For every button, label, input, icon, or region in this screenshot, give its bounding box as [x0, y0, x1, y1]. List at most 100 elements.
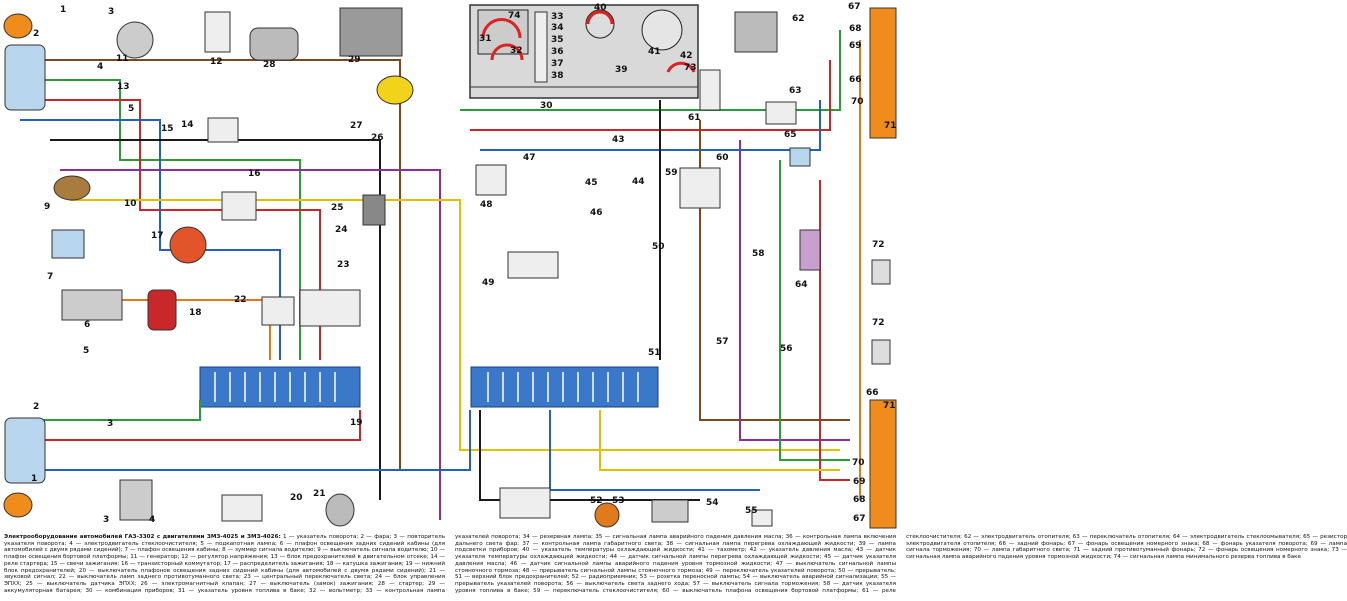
- callout-70: 70: [851, 97, 864, 107]
- turn-signal-switch: [507, 251, 559, 279]
- callout-60: 60: [716, 153, 729, 163]
- voltmeter-dial: [490, 43, 524, 61]
- transistor-switch: [221, 191, 257, 221]
- callout-23: 23: [337, 260, 350, 270]
- ignition-coil: [147, 289, 177, 331]
- callout-15: 15: [161, 124, 174, 134]
- callout-17: 17: [151, 231, 164, 241]
- warning-lamp-block: [534, 11, 548, 83]
- callout-18: 18: [189, 308, 202, 318]
- callout-1: 1: [31, 474, 37, 484]
- cabin-lamp: [61, 289, 123, 321]
- washer-motor: [799, 229, 821, 271]
- callout-66: 66: [849, 75, 862, 85]
- callout-68: 68: [853, 495, 866, 505]
- horn: [325, 493, 355, 527]
- callout-4: 4: [149, 515, 155, 525]
- callout-62: 62: [792, 14, 805, 24]
- driver-buzzer: [53, 175, 91, 201]
- callout-19: 19: [350, 418, 363, 428]
- rear-lamp-left: [869, 399, 897, 529]
- callout-27: 27: [350, 121, 363, 131]
- callout-65: 65: [784, 130, 797, 140]
- callout-67: 67: [853, 514, 866, 524]
- callout-43: 43: [612, 135, 625, 145]
- callout-40: 40: [594, 3, 607, 13]
- callout-58: 58: [752, 249, 765, 259]
- callout-45: 45: [585, 178, 598, 188]
- callout-5: 5: [83, 346, 89, 356]
- callout-33: 33: [551, 12, 564, 22]
- starter-relay: [207, 117, 239, 143]
- wiper-motor-front: [119, 479, 153, 521]
- callout-20: 20: [290, 493, 303, 503]
- battery: [339, 7, 403, 57]
- temp-gauge: [585, 9, 615, 39]
- callout-14: 14: [181, 120, 194, 130]
- callout-38: 38: [551, 71, 564, 81]
- rear-seat-lamp-switch: [221, 494, 263, 522]
- callout-3: 3: [108, 7, 114, 17]
- callout-47: 47: [523, 153, 536, 163]
- diagram-caption: Электрооборудование автомобилей ГАЗ-3302…: [4, 534, 1347, 599]
- callout-32: 32: [510, 46, 523, 56]
- callout-69: 69: [849, 41, 862, 51]
- callout-72: 72: [872, 318, 885, 328]
- callout-69: 69: [853, 477, 866, 487]
- parking-brake-relay: [475, 164, 507, 196]
- callout-37: 37: [551, 59, 564, 69]
- callout-5: 5: [128, 104, 134, 114]
- fuse-pins: [214, 372, 639, 402]
- callout-61: 61: [688, 113, 701, 123]
- callout-56: 56: [780, 344, 793, 354]
- callout-71: 71: [883, 401, 896, 411]
- callout-16: 16: [248, 169, 261, 179]
- caption-text: 1 — указатель поворота; 2 — фара; 3 — по…: [4, 534, 1347, 594]
- callout-46: 46: [590, 208, 603, 218]
- callout-7: 7: [47, 272, 53, 282]
- callout-55: 55: [745, 506, 758, 516]
- callout-28: 28: [263, 60, 276, 70]
- callout-25: 25: [331, 203, 344, 213]
- callout-10: 10: [124, 199, 137, 209]
- headlamp-right: [4, 417, 46, 484]
- callout-50: 50: [652, 242, 665, 252]
- headlamp-left: [4, 44, 46, 111]
- callout-26: 26: [371, 133, 384, 143]
- callout-66: 66: [866, 388, 879, 398]
- callout-52: 52: [590, 496, 603, 506]
- alternator: [116, 21, 154, 59]
- callout-30: 30: [540, 101, 553, 111]
- callout-51: 51: [648, 348, 661, 358]
- callout-21: 21: [313, 489, 326, 499]
- callout-29: 29: [348, 55, 361, 65]
- callout-24: 24: [335, 225, 348, 235]
- idle-control-unit: [362, 194, 386, 226]
- lower-fuse-block: [199, 366, 361, 408]
- callout-53: 53: [612, 496, 625, 506]
- ignition-switch: [376, 75, 414, 105]
- callout-2: 2: [33, 29, 39, 39]
- callout-3: 3: [103, 515, 109, 525]
- starter: [249, 27, 299, 61]
- plate-lamp-upper: [871, 259, 891, 285]
- callout-59: 59: [665, 168, 678, 178]
- heater-resistor: [789, 147, 811, 167]
- callout-57: 57: [716, 337, 729, 347]
- wiring-harness: [20, 30, 861, 520]
- callout-36: 36: [551, 47, 564, 57]
- callout-4: 4: [97, 62, 103, 72]
- callout-72: 72: [872, 240, 885, 250]
- callout-48: 48: [480, 200, 493, 210]
- callout-68: 68: [849, 24, 862, 34]
- heater-switch: [765, 101, 797, 125]
- callout-41: 41: [648, 47, 661, 57]
- callout-13: 13: [117, 82, 130, 92]
- fuse-block-engine: [51, 229, 85, 259]
- turn-signal-front-left: [3, 13, 33, 39]
- upper-fuse-block: [470, 366, 659, 408]
- distributor: [169, 226, 207, 264]
- callout-11: 11: [116, 54, 129, 64]
